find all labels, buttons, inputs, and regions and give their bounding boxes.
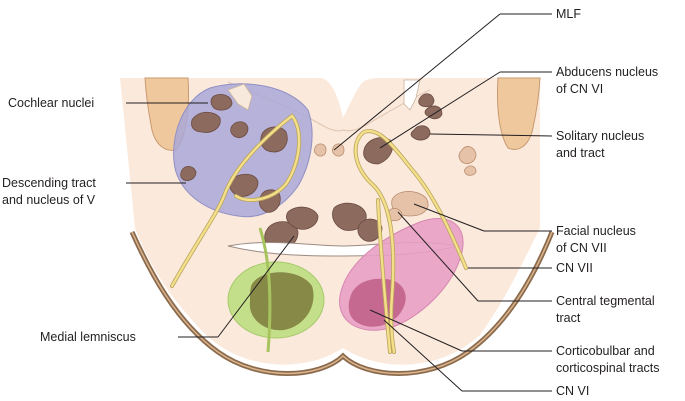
- label-cn6: CN VI: [556, 384, 589, 398]
- cochlear-nucleus-blobs: [180, 94, 288, 213]
- label-ctt-line1: Central tegmental: [556, 294, 655, 308]
- pons-outer-border-highlight: [131, 231, 553, 375]
- labels: MLF Abducens nucleus of CN VI Solitary n…: [2, 7, 660, 398]
- label-descending-line1: Descending tract: [2, 176, 96, 190]
- leader-lines: [126, 13, 553, 392]
- label-cochlear: Cochlear nuclei: [8, 96, 94, 110]
- label-cortico-line2: corticospinal tracts: [556, 361, 660, 375]
- label-mlf: MLF: [556, 7, 581, 21]
- label-facial-line2: of CN VII: [556, 241, 607, 255]
- nerve-tracts: [170, 113, 468, 354]
- medial-lemniscus-core: [249, 272, 314, 331]
- label-abducens-line2: of CN VI: [556, 82, 603, 96]
- label-cortico-line1: Corticobulbar and: [556, 344, 655, 358]
- label-descending-line2: and nucleus of V: [2, 193, 96, 207]
- label-medial-lemniscus: Medial lemniscus: [40, 330, 136, 344]
- right-peduncle: [497, 77, 541, 150]
- leader-solitary: [429, 133, 553, 137]
- label-facial-line1: Facial nucleus: [556, 224, 636, 238]
- cochlear-notch: [227, 83, 253, 111]
- label-solitary-line1: Solitary nucleus: [556, 129, 644, 143]
- label-ctt-line2: tract: [556, 311, 581, 325]
- label-abducens-line1: Abducens nucleus: [556, 65, 658, 79]
- label-solitary-line2: and tract: [556, 146, 605, 160]
- ventricle-notch-right: [403, 79, 421, 111]
- label-cn7: CN VII: [556, 261, 593, 275]
